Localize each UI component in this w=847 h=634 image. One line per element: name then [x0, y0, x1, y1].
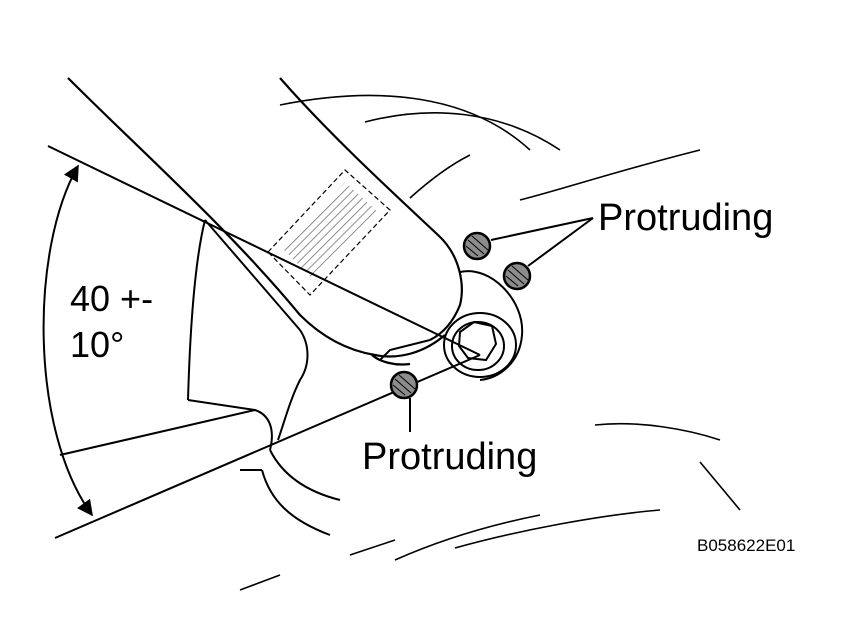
bolt-assembly: [379, 270, 524, 381]
protruding-label-upper: Protruding: [598, 197, 774, 239]
leader-lines: [409, 217, 594, 432]
protruding-marker-upper-left: [462, 231, 492, 261]
angle-label-line2: 10°: [70, 324, 125, 365]
arm-marking-area: [267, 169, 391, 296]
arm-tube: [67, 77, 463, 366]
protruding-label-lower: Protruding: [362, 436, 538, 478]
background-housing-outline: [239, 94, 741, 591]
angle-tolerance-label: 40 +- 10°: [70, 276, 153, 368]
figure-code: B058622E01: [697, 536, 796, 555]
angle-arc-arrow: [42, 164, 93, 517]
protruding-marker-upper-right: [502, 261, 532, 291]
angle-label-line1: 40 +-: [70, 278, 154, 319]
protruding-marker-lower: [389, 370, 419, 400]
